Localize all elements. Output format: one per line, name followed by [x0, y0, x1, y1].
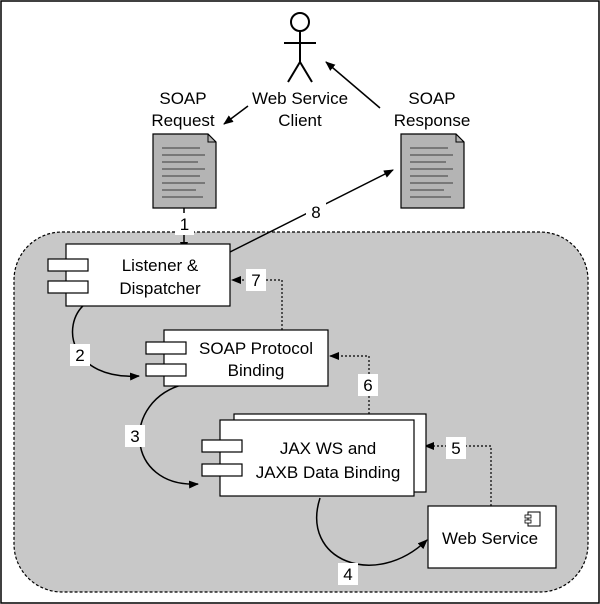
step4-arrow	[316, 497, 428, 566]
client-label-line1: Web Service	[252, 89, 348, 108]
component-tab-icon	[47, 258, 89, 272]
step-badge-6: 6	[358, 374, 378, 396]
step-number: 5	[451, 439, 460, 458]
soap-binding-label-line1: SOAP Protocol	[199, 339, 313, 358]
component-tab-icon	[47, 280, 89, 294]
step-badge-8: 8	[306, 201, 326, 223]
request-label-line2: Request	[151, 111, 215, 130]
soap-request-document-icon	[152, 133, 217, 209]
soap-response-document-icon	[400, 133, 465, 209]
component-tab-icon	[145, 341, 187, 355]
step-badge-5: 5	[446, 437, 466, 459]
step-badge-2: 2	[70, 344, 90, 366]
web-service-component: Web Service	[427, 505, 557, 569]
component-icon	[524, 511, 541, 527]
request-label-line1: SOAP	[159, 89, 206, 108]
step6-arrow	[329, 352, 370, 418]
jaxws-jaxb-component: JAX WS and JAXB Data Binding	[201, 413, 427, 497]
runtime-container	[13, 231, 589, 593]
step-badge-1: 1	[175, 213, 194, 235]
response-label-line1: SOAP	[408, 89, 455, 108]
step-number: 4	[343, 565, 352, 584]
client-to-request-arrow	[223, 105, 249, 125]
step-number: 2	[75, 346, 84, 365]
step-badge-3: 3	[125, 425, 145, 447]
listener-label-line2: Dispatcher	[119, 279, 201, 298]
listener-label-line1: Listener &	[122, 256, 199, 275]
client-actor-icon	[284, 12, 316, 83]
soap-protocol-binding-component: SOAP Protocol Binding	[145, 329, 329, 387]
component-tab-icon	[145, 363, 187, 377]
jaxws-label-line1: JAX WS and	[280, 439, 376, 458]
step-number: 3	[130, 427, 139, 446]
step-number: 7	[251, 271, 260, 290]
web-service-label: Web Service	[442, 529, 538, 548]
step7-arrow	[231, 276, 283, 330]
response-to-client-arrow	[325, 61, 381, 109]
step-number: 8	[311, 203, 320, 222]
step-number: 1	[180, 215, 189, 234]
step-badge-7: 7	[246, 269, 266, 291]
client-label-line2: Client	[278, 111, 322, 130]
response-label-line2: Response	[394, 111, 471, 130]
step-badge-4: 4	[338, 563, 358, 585]
jaxws-label-line2: JAXB Data Binding	[256, 463, 401, 482]
step-number: 6	[363, 376, 372, 395]
soap-binding-label-line2: Binding	[228, 361, 285, 380]
listener-dispatcher-component: Listener & Dispatcher	[47, 243, 231, 307]
component-tab-icon	[201, 463, 243, 477]
component-tab-icon	[201, 439, 243, 453]
